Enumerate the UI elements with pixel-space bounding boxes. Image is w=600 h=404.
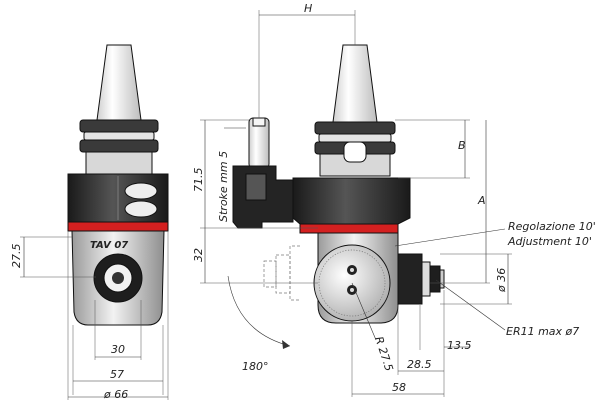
front-flange-ring (79, 139, 159, 153)
side-dim-71-5: 71.5 (192, 168, 205, 193)
front-engraving: TAV 07 (90, 240, 128, 251)
side-adjust-screw (350, 268, 354, 272)
side-collet-nut (429, 265, 441, 293)
front-flange-neck (85, 151, 153, 175)
side-dim-H: H (304, 2, 312, 15)
side-key-slot (343, 141, 367, 163)
side-dim-angle: 180° (242, 360, 269, 373)
side-adjust-screw (350, 288, 354, 292)
side-dim-58: 58 (392, 381, 406, 394)
side-dim-32: 32 (192, 248, 205, 262)
front-dim-27-5: 27.5 (10, 244, 23, 269)
front-taper-cone (96, 44, 142, 121)
front-view: TAV 07 27.5 30 57 ø 66 (10, 44, 169, 401)
side-dim-13-5: 13.5 (447, 339, 472, 352)
note-collet: ER11 max ø7 (506, 325, 579, 338)
front-flange-ring (83, 131, 155, 141)
front-collet-bore (112, 272, 124, 284)
side-view: H 71.5 Stroke mm 5 32 B A ø 36 Regolazio… (192, 2, 596, 397)
front-body-lobe (124, 200, 158, 218)
side-dim-radius: R 27.5 (372, 335, 395, 373)
side-stop-arm-slot (245, 173, 267, 201)
side-dim-A: A (477, 194, 486, 207)
side-ghost-head (263, 245, 300, 301)
side-stop-pin-tip (252, 117, 266, 127)
side-flange-ring (318, 133, 392, 143)
side-dim-dia-36: ø 36 (495, 268, 508, 293)
side-stroke-label: Stroke mm 5 (217, 151, 230, 222)
side-red-band (299, 223, 399, 234)
note-adjustment: Adjustment 10' (507, 235, 592, 248)
side-taper-cone (332, 44, 378, 123)
side-flange-ring (314, 121, 396, 135)
front-body-lobe (124, 182, 158, 200)
note-regolazione: Regolazione 10' (508, 220, 596, 233)
side-spindle-housing (397, 253, 423, 305)
side-dim-28-5: 28.5 (407, 358, 432, 371)
front-dim-30: 30 (111, 343, 125, 356)
front-red-band (67, 221, 169, 232)
side-spindle-ring (421, 261, 431, 297)
front-flange-ring (79, 119, 159, 133)
side-dim-B: B (458, 139, 466, 152)
front-dim-dia-66: ø 66 (103, 388, 128, 400)
side-collet-tip (439, 269, 445, 289)
side-adjust-disc-rim (318, 249, 386, 317)
side-body (292, 177, 411, 225)
front-dim-57: 57 (110, 368, 124, 381)
